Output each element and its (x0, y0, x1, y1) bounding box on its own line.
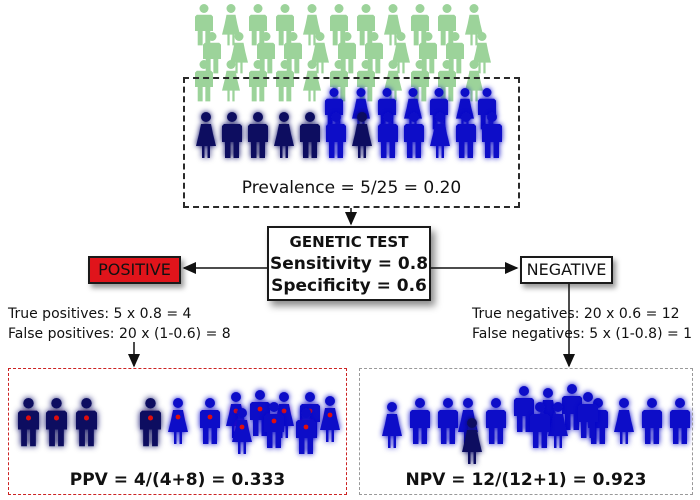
person-icon (296, 408, 316, 454)
person-icon (168, 398, 188, 444)
person-icon (642, 398, 662, 444)
person-icon (378, 112, 398, 158)
person-icon (320, 396, 340, 442)
prevalence-label: Prevalence = 5/25 = 0.20 (241, 178, 462, 198)
person-icon (430, 112, 450, 158)
person-icon (196, 112, 216, 158)
true-positives-text: True positives: 5 x 0.8 = 4 (8, 306, 192, 322)
person-icon (392, 32, 410, 74)
person-icon (578, 392, 598, 438)
person-icon (222, 112, 242, 158)
person-icon (200, 398, 220, 444)
test-sensitivity: Sensitivity = 0.8 (269, 254, 429, 274)
person-icon (670, 398, 690, 444)
person-icon (384, 4, 402, 46)
person-icon (382, 402, 402, 448)
person-icon (232, 408, 252, 454)
negative-box: NEGATIVE (520, 256, 613, 284)
person-icon (514, 386, 534, 432)
genetic-test-box: GENETIC TEST Sensitivity = 0.8 Specifici… (267, 226, 431, 301)
positive-calculations: True positives: 5 x 0.8 = 4 False positi… (8, 304, 231, 344)
person-icon (548, 402, 568, 448)
person-icon (326, 112, 346, 158)
person-icon (311, 32, 329, 74)
person-icon (404, 112, 424, 158)
positive-box: POSITIVE (88, 256, 181, 284)
person-icon (18, 398, 39, 447)
person-icon (303, 4, 321, 46)
person-icon (465, 4, 483, 46)
person-icon (462, 418, 482, 464)
person-icon (300, 112, 320, 158)
person-icon (222, 4, 240, 46)
population-frame (183, 77, 520, 208)
person-icon (410, 398, 430, 444)
positive-group-frame (8, 368, 347, 495)
person-icon (482, 112, 502, 158)
person-icon (562, 384, 582, 430)
negative-group-frame (359, 368, 693, 495)
npv-result: NPV = 12/(12+1) = 0.923 (405, 470, 647, 490)
person-icon (352, 112, 372, 158)
person-icon (274, 112, 294, 158)
false-positives-text: False positives: 20 x (1-0.6) = 8 (8, 326, 231, 342)
person-icon (76, 398, 97, 447)
person-icon (530, 402, 550, 448)
person-icon (438, 398, 458, 444)
test-specificity: Specificity = 0.6 (271, 276, 427, 296)
person-icon (473, 32, 491, 74)
person-icon (486, 398, 506, 444)
false-negatives-text: False negatives: 5 x (1-0.8) = 1 (472, 326, 693, 342)
ppv-result: PPV = 4/(4+8) = 0.333 (69, 470, 286, 490)
person-icon (46, 398, 67, 447)
true-negatives-text: True negatives: 20 x 0.6 = 12 (472, 306, 680, 322)
test-title: GENETIC TEST (289, 233, 409, 251)
person-icon (248, 112, 268, 158)
person-icon (140, 398, 161, 447)
person-icon (264, 402, 284, 448)
person-icon (614, 398, 634, 444)
person-icon (230, 32, 248, 74)
negative-calculations: True negatives: 20 x 0.6 = 12 False nega… (472, 304, 692, 344)
person-icon (456, 112, 476, 158)
